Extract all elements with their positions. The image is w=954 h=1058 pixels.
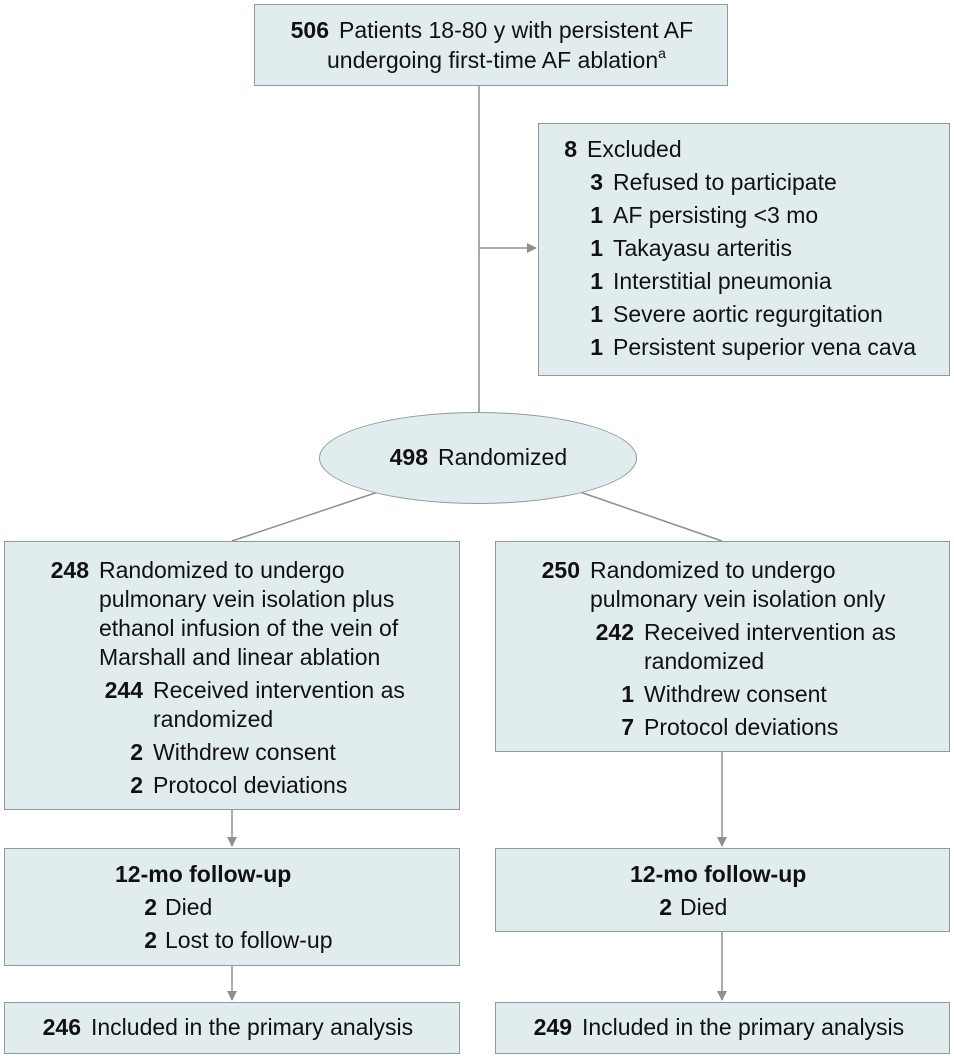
right-received-line-2: randomized bbox=[644, 648, 765, 674]
left-lost-label: Lost to follow-up bbox=[165, 927, 333, 953]
excluded-item-label: AF persisting <3 mo bbox=[613, 202, 819, 228]
connector-random-to-left bbox=[231, 491, 379, 542]
left-died-count: 2 bbox=[144, 894, 157, 920]
left-received-line-2: randomized bbox=[153, 706, 274, 732]
left-allocation-count: 248 bbox=[50, 557, 89, 583]
excluded-item-label: Severe aortic regurgitation bbox=[613, 301, 883, 327]
right-received-line-1: Received intervention as bbox=[644, 619, 896, 645]
right-followup-box: 12-mo follow-up 2 Died bbox=[495, 848, 950, 932]
excluded-item-count: 3 bbox=[590, 169, 603, 195]
right-analysis-label: Included in the primary analysis bbox=[582, 1014, 905, 1040]
left-allocation-line-4: Marshall and linear ablation bbox=[99, 644, 381, 670]
left-received-count: 244 bbox=[104, 677, 143, 703]
left-analysis-count: 246 bbox=[42, 1014, 81, 1040]
left-withdrew-label: Withdrew consent bbox=[153, 739, 336, 765]
enrollment-box: 506 Patients 18-80 y with persistent AF … bbox=[254, 4, 728, 86]
left-died-label: Died bbox=[165, 894, 213, 920]
excluded-count: 8 bbox=[564, 136, 577, 162]
right-died-count: 2 bbox=[659, 894, 672, 920]
right-allocation-line-2: pulmonary vein isolation only bbox=[590, 586, 886, 612]
left-received-line-1: Received intervention as bbox=[153, 677, 405, 703]
enrollment-line-2-wrap: undergoing first-time AF ablationa bbox=[327, 45, 666, 74]
excluded-item-count: 1 bbox=[590, 301, 603, 327]
randomized-count: 498 bbox=[389, 444, 428, 470]
left-deviations-label: Protocol deviations bbox=[153, 772, 348, 798]
left-analysis-box: 246 Included in the primary analysis bbox=[4, 1002, 460, 1054]
left-withdrew-count: 2 bbox=[130, 739, 143, 765]
excluded-item-label: Takayasu arteritis bbox=[613, 235, 792, 261]
right-allocation-box: 250 Randomized to undergo pulmonary vein… bbox=[495, 541, 950, 752]
excluded-item-count: 1 bbox=[590, 334, 603, 360]
enrollment-count: 506 bbox=[290, 17, 329, 43]
right-followup-title: 12-mo follow-up bbox=[630, 861, 807, 887]
left-allocation-line-1: Randomized to undergo bbox=[99, 557, 345, 583]
left-allocation-line-3: ethanol infusion of the vein of bbox=[99, 615, 399, 641]
right-deviations-label: Protocol deviations bbox=[644, 714, 839, 740]
left-followup-box: 12-mo follow-up 2 Died 2 Lost to follow-… bbox=[4, 848, 460, 966]
left-followup-title: 12-mo follow-up bbox=[115, 861, 292, 887]
right-withdrew-label: Withdrew consent bbox=[644, 681, 827, 707]
left-allocation-box: 248 Randomized to undergo pulmonary vein… bbox=[4, 541, 460, 810]
left-allocation-line-2: pulmonary vein isolation plus bbox=[99, 586, 395, 612]
right-deviations-count: 7 bbox=[621, 714, 634, 740]
excluded-item-count: 1 bbox=[590, 235, 603, 261]
randomized-label: Randomized bbox=[438, 444, 568, 470]
left-lost-count: 2 bbox=[144, 927, 157, 953]
right-withdrew-count: 1 bbox=[621, 681, 634, 707]
excluded-item-label: Interstitial pneumonia bbox=[613, 268, 832, 294]
excluded-box: 8 Excluded 3 Refused to participate 1 AF pe… bbox=[538, 123, 950, 376]
right-died-label: Died bbox=[680, 894, 728, 920]
randomized-node: 498 Randomized bbox=[319, 412, 637, 504]
excluded-item-label: Refused to participate bbox=[613, 169, 837, 195]
enrollment-footnote-marker: a bbox=[658, 45, 666, 61]
right-allocation-line-1: Randomized to undergo bbox=[590, 557, 836, 583]
excluded-item-label: Persistent superior vena cava bbox=[613, 334, 916, 360]
left-analysis-label: Included in the primary analysis bbox=[91, 1014, 414, 1040]
left-deviations-count: 2 bbox=[130, 772, 143, 798]
right-analysis-count: 249 bbox=[533, 1014, 572, 1040]
excluded-item-count: 1 bbox=[590, 202, 603, 228]
enrollment-line-1: Patients 18-80 y with persistent AF bbox=[339, 17, 694, 43]
enrollment-line-2: undergoing first-time AF ablation bbox=[327, 47, 659, 73]
right-received-count: 242 bbox=[595, 619, 634, 645]
connector-random-to-right bbox=[579, 491, 723, 542]
excluded-label: Excluded bbox=[587, 136, 682, 162]
right-analysis-box: 249 Included in the primary analysis bbox=[495, 1002, 950, 1054]
excluded-item-count: 1 bbox=[590, 268, 603, 294]
right-allocation-count: 250 bbox=[541, 557, 580, 583]
